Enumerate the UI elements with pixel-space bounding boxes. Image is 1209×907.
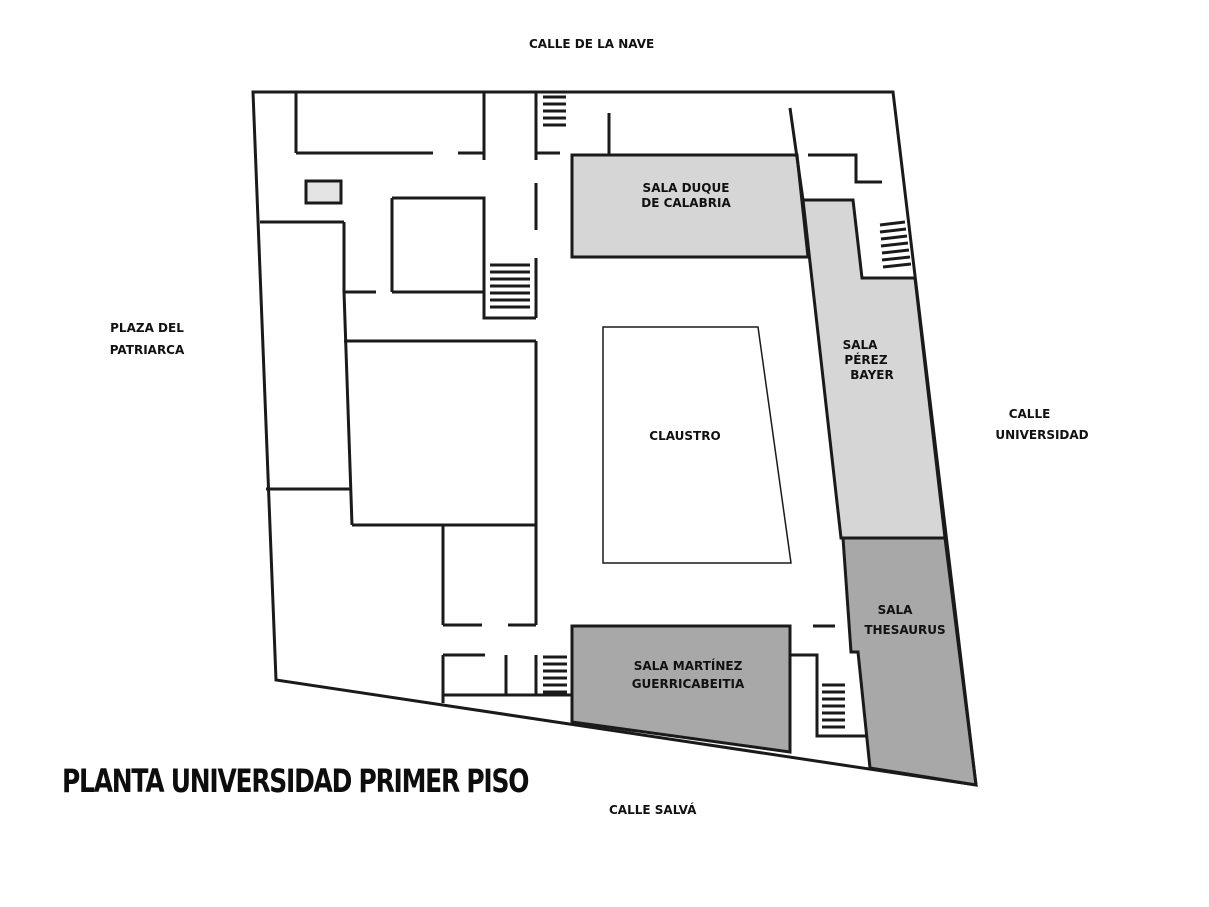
- label-sala-martinez: SALA MARTÍNEZ GUERRICABEITIA: [613, 659, 763, 692]
- street-east-line1: CALLE: [1008, 407, 1051, 421]
- label-martinez-line2: GUERRICABEITIA: [631, 677, 745, 691]
- label-duque-line2: DE CALABRIA: [641, 196, 731, 210]
- street-calle-universidad: CALLE UNIVERSIDAD: [987, 407, 1097, 443]
- label-martinez-line1: SALA MARTÍNEZ: [633, 659, 743, 673]
- outer-wall: [251, 90, 978, 787]
- label-thesaurus-line2: THESAURUS: [864, 623, 946, 637]
- claustro-courtyard[interactable]: [602, 326, 792, 564]
- label-sala-thesaurus: SALA THESAURUS: [855, 603, 955, 638]
- staircase-north-east: [879, 220, 912, 269]
- label-sala-duque: SALA DUQUE DE CALABRIA: [626, 181, 746, 211]
- label-claustro: CLAUSTRO: [649, 429, 721, 443]
- window-box: [304, 179, 343, 205]
- street-west-line2: PATRIARCA: [109, 343, 185, 357]
- label-perez-line3: BAYER: [850, 368, 894, 382]
- map-title: PLANTA UNIVERSIDAD PRIMER PISO: [62, 762, 529, 800]
- street-calle-salva: CALLE SALVÁ: [609, 803, 697, 817]
- label-sala-perez-bayer: SALA PÉREZ BAYER: [826, 338, 906, 383]
- street-east-line2: UNIVERSIDAD: [995, 428, 1089, 442]
- street-calle-de-la-nave: CALLE DE LA NAVE: [529, 37, 655, 51]
- label-duque-line1: SALA DUQUE: [642, 181, 730, 195]
- street-plaza-del-patriarca: PLAZA DEL PATRIARCA: [102, 321, 192, 358]
- staircase-south-west: [543, 655, 567, 694]
- staircase-south-east: [822, 683, 845, 729]
- label-perez-line1: SALA: [842, 338, 878, 352]
- room-sala-thesaurus[interactable]: [841, 536, 978, 787]
- label-thesaurus-line1: SALA: [877, 603, 913, 617]
- staircase-upper-left: [490, 263, 530, 309]
- walls: [251, 90, 978, 787]
- staircase-north: [543, 95, 566, 127]
- street-west-line1: PLAZA DEL: [110, 321, 184, 335]
- label-perez-line2: PÉREZ: [844, 353, 888, 367]
